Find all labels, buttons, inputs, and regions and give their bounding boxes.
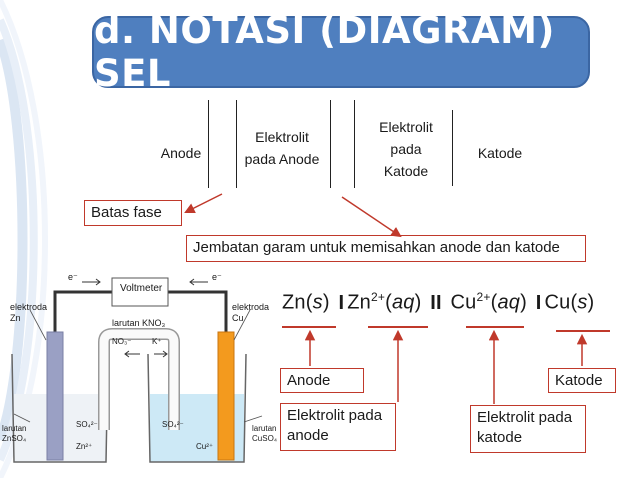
bridge-line bbox=[354, 100, 355, 188]
sulfate-ion-right-label: SO₄²⁻ bbox=[162, 420, 184, 429]
label-katode: Katode bbox=[477, 145, 523, 161]
label-anode: Anode bbox=[160, 145, 202, 161]
phase-boundary: I bbox=[535, 291, 542, 314]
jembatan-garam-box: Jembatan garam untuk memisahkan anode da… bbox=[186, 235, 586, 262]
label-elektrolit-katode: Elektrolit pada Katode bbox=[379, 119, 433, 179]
voltmeter-label: Voltmeter bbox=[120, 283, 163, 294]
phase-boundary: I bbox=[338, 291, 345, 314]
copper-ion-label: Cu²⁺ bbox=[196, 442, 214, 451]
larutan-kno3-label: larutan KNO₃ bbox=[112, 318, 166, 328]
phase-line bbox=[452, 110, 453, 186]
phase-line bbox=[208, 100, 209, 188]
electron-label: e⁻ bbox=[212, 272, 222, 282]
nitrate-ion-label: NO₃⁻ bbox=[112, 337, 132, 346]
anode-box: Anode bbox=[280, 368, 364, 393]
sulfate-ion-left-label: SO₄²⁻ bbox=[76, 420, 98, 429]
bridge-line bbox=[330, 100, 331, 188]
label-elektrolit-anode: Elektrolit pada Anode bbox=[244, 129, 320, 167]
electron-label: e⁻ bbox=[68, 272, 78, 282]
katode-box: Katode bbox=[548, 368, 616, 393]
batas-fase-box: Batas fase bbox=[84, 200, 182, 226]
potassium-ion-label: K⁺ bbox=[152, 337, 162, 346]
salt-bridge-symbol: II bbox=[430, 291, 442, 314]
zinc-ion-label: Zn²⁺ bbox=[76, 442, 93, 451]
page-title: d. NOTASI (DIAGRAM) SEL bbox=[92, 9, 590, 95]
phase-line bbox=[236, 100, 237, 188]
